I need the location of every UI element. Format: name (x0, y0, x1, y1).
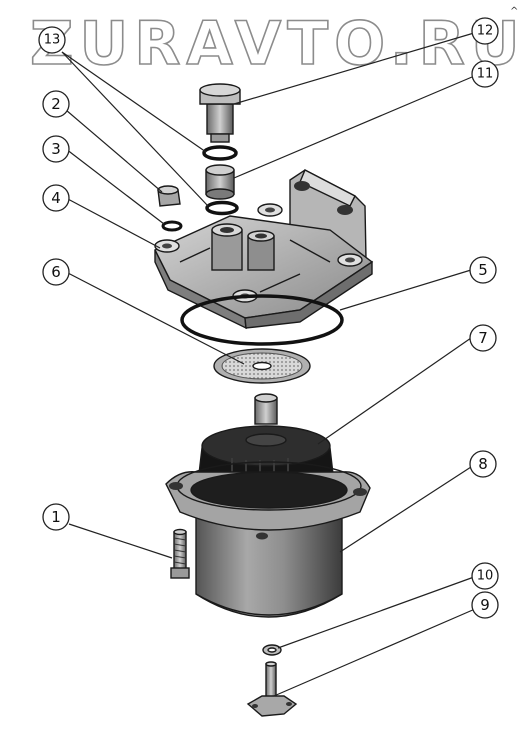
part-5-large-oring (180, 294, 344, 346)
leader-11 (233, 76, 473, 179)
part-13-washer-lower (205, 200, 239, 216)
callout-label: 8 (478, 455, 488, 473)
part-12-bolt (199, 83, 241, 143)
leader-9 (273, 608, 476, 697)
leader-3 (65, 148, 165, 225)
callout-6: 6 (42, 258, 70, 286)
callout-11: 11 (471, 60, 499, 88)
callout-label: 1 (51, 508, 61, 526)
callout-3: 3 (42, 135, 70, 163)
leader-lines (61, 32, 476, 697)
callout-label: 6 (51, 263, 61, 281)
callout-5: 5 (469, 256, 497, 284)
callout-label: 12 (477, 24, 494, 39)
callout-8: 8 (469, 450, 497, 478)
part-10-washer (262, 644, 282, 656)
callout-1: 1 (42, 503, 70, 531)
part-8-bowl (165, 461, 371, 618)
callout-label: 5 (478, 261, 488, 279)
part-1-screw (170, 528, 190, 579)
leader-1 (68, 523, 173, 559)
callout-10: 10 (471, 562, 499, 590)
part-2-plug (157, 185, 181, 207)
callout-label: 9 (480, 596, 490, 614)
callout-label: 13 (44, 33, 61, 48)
leader-8 (339, 466, 472, 553)
leader-10 (277, 576, 475, 649)
part-9-drain-screw (246, 661, 298, 717)
watermark: ZURAVTO.RU (30, 9, 522, 79)
callout-4: 4 (42, 184, 70, 212)
leader-5 (339, 269, 472, 311)
leader-4 (65, 197, 161, 249)
part-11-sleeve (205, 164, 235, 200)
leader-13a (61, 51, 207, 153)
callout-label: 11 (477, 67, 494, 82)
part-13-washer-upper (202, 145, 238, 161)
callout-2: 2 (42, 90, 70, 118)
part-3-oring (161, 220, 183, 232)
leader-7 (317, 337, 472, 445)
callout-label: 10 (477, 569, 494, 584)
callout-12: 12 (471, 17, 499, 45)
part-4-filter-head (154, 169, 374, 330)
part-6-mesh-screen (213, 348, 311, 384)
leader-6 (65, 271, 245, 365)
leader-2 (65, 109, 163, 193)
callout-label: 4 (51, 189, 61, 207)
callout-7: 7 (469, 324, 497, 352)
callout-label: 7 (478, 329, 488, 347)
callout-13: 13 (38, 26, 66, 54)
callout-label: 3 (51, 140, 61, 158)
callout-label: 2 (51, 95, 61, 113)
corner-mark: ^ (510, 6, 518, 17)
leader-12 (233, 32, 475, 105)
leader-13b (61, 51, 209, 207)
callout-9: 9 (471, 591, 499, 619)
